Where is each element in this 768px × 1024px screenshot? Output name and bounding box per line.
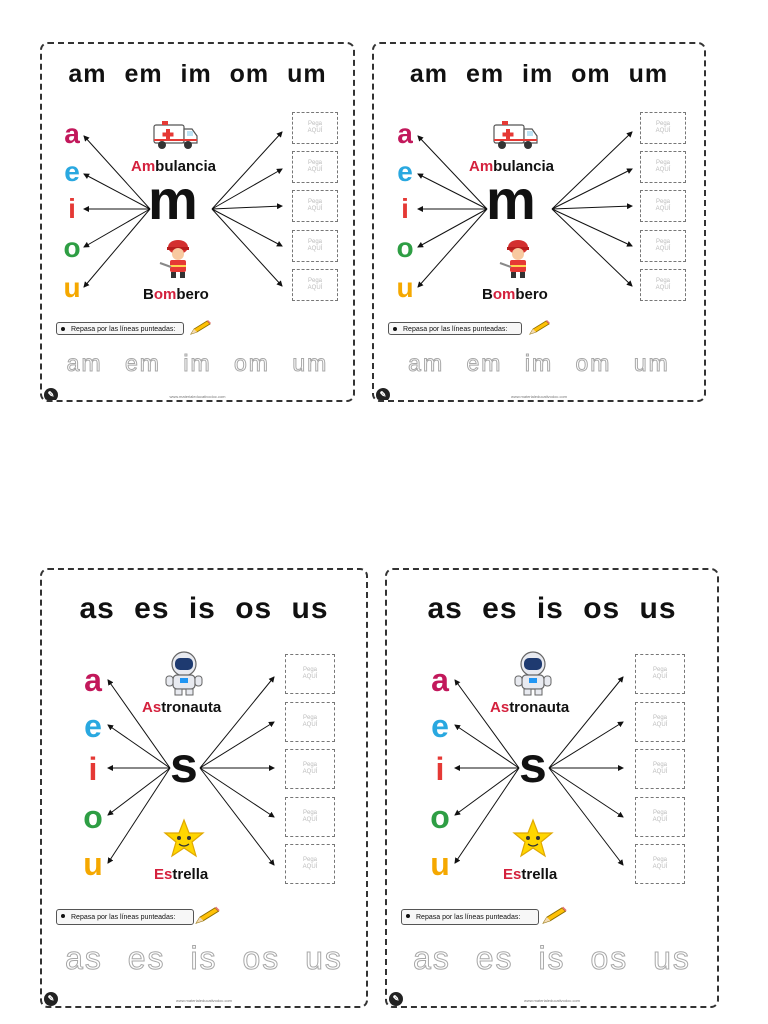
logo-icon: ✎ <box>44 388 58 400</box>
vowel-a: a <box>431 662 449 698</box>
vowel-a: a <box>397 118 413 149</box>
word-ambulancia: Ambulancia <box>469 158 555 175</box>
vowel-u: u <box>430 846 450 882</box>
website-url: www.materialeducativodoc.com <box>169 394 226 399</box>
vowel-a: a <box>64 118 80 149</box>
vowel-e: e <box>64 156 80 187</box>
card-title: as es is os us <box>427 592 677 625</box>
vowel-o: o <box>430 799 450 835</box>
website-url: www.materialeducativodoc.com <box>510 394 568 399</box>
vowel-i: i <box>435 751 445 787</box>
tracing-line: am em im om um <box>66 350 329 377</box>
instruction-label: Repasa por las líneas punteadas: <box>401 909 539 925</box>
arrow-diagram <box>454 676 624 866</box>
card-title: am em im om um <box>68 60 327 88</box>
star-icon <box>163 818 205 858</box>
website-url: www.materialeducativodoc.com <box>523 998 581 1003</box>
word-bombero: Bombero <box>143 286 209 303</box>
astronaut-icon <box>165 651 203 696</box>
vowel-o: o <box>63 232 81 263</box>
tracing-line: am em im om um <box>408 350 670 377</box>
consonant-letter: m <box>486 168 536 231</box>
word-ambulancia: Ambulancia <box>131 158 217 175</box>
pencil-icon <box>195 906 220 924</box>
vowel-i: i <box>88 751 98 787</box>
vowel-a: a <box>84 662 102 698</box>
vowel-i: i <box>68 193 76 224</box>
vowel-e: e <box>84 708 102 744</box>
card-title: am em im om um <box>409 60 669 88</box>
worksheet-card-m-2: am em im om um a e i o u Ambulancia m Bo… <box>372 42 706 402</box>
logo-icon: ✎ <box>376 388 390 400</box>
astronaut-icon <box>514 651 552 696</box>
card-title: as es is os us <box>79 592 329 625</box>
worksheet-card-m-1: am em im om um a e i o u Ambulancia m Bo… <box>40 42 355 402</box>
vowel-u: u <box>63 272 81 303</box>
firefighter-icon <box>499 240 529 278</box>
logo-icon: ✎ <box>389 992 403 1006</box>
worksheet-card-s-1: as es is os us a e i o u Astronauta s Es… <box>40 568 368 1008</box>
ambulance-icon <box>153 121 198 149</box>
word-estrella: Estrella <box>154 866 209 883</box>
worksheet-card-s-2: as es is os us a e i o u Astronauta s Es… <box>385 568 719 1008</box>
pencil-icon <box>190 320 211 335</box>
pencil-icon <box>529 320 550 335</box>
pencil-icon <box>542 906 567 924</box>
arrow-diagram <box>417 131 633 288</box>
vowel-u: u <box>83 846 103 882</box>
vowel-e: e <box>431 708 449 744</box>
word-astronauta: Astronauta <box>490 699 570 716</box>
vowel-i: i <box>401 193 409 224</box>
consonant-letter: s <box>519 737 547 793</box>
star-icon <box>512 818 554 858</box>
arrow-diagram <box>107 676 275 866</box>
vowel-e: e <box>397 156 413 187</box>
website-url: www.materialeducativodoc.com <box>175 998 233 1003</box>
tracing-line: as es is os us <box>65 940 343 977</box>
consonant-letter: s <box>170 737 198 793</box>
arrow-diagram <box>83 131 283 288</box>
tracing-line: as es is os us <box>413 940 691 977</box>
vowel-o: o <box>83 799 103 835</box>
instruction-label: Repasa por las líneas punteadas: <box>56 909 194 925</box>
word-bombero: Bombero <box>482 286 548 303</box>
vowel-u: u <box>396 272 414 303</box>
word-estrella: Estrella <box>503 866 558 883</box>
word-astronauta: Astronauta <box>142 699 222 716</box>
consonant-letter: m <box>148 168 198 231</box>
vowel-o: o <box>396 232 414 263</box>
instruction-label: Repasa por las líneas punteadas: <box>56 322 184 335</box>
logo-icon: ✎ <box>44 992 58 1006</box>
instruction-label: Repasa por las líneas punteadas: <box>388 322 522 335</box>
firefighter-icon <box>159 240 189 278</box>
ambulance-icon <box>493 121 538 149</box>
